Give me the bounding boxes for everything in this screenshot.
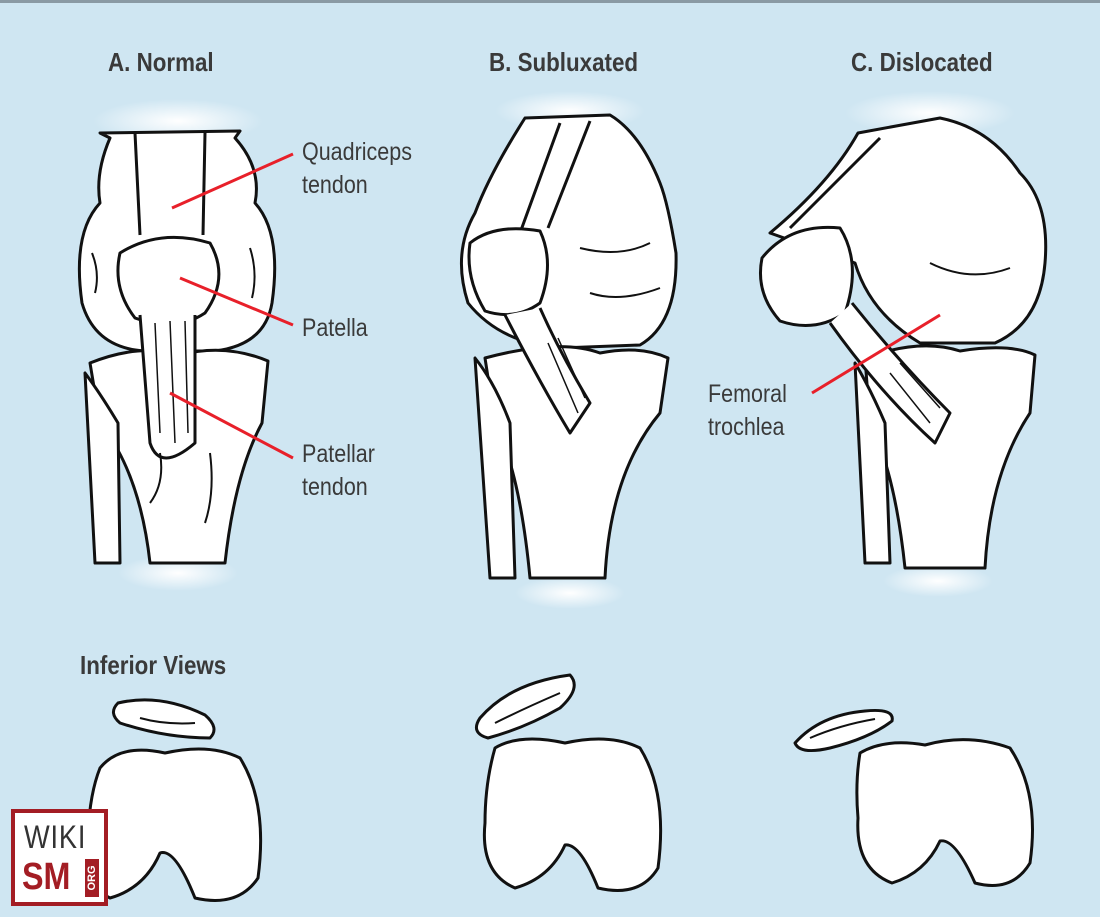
patella-leader-line	[179, 276, 294, 327]
femoral-label-line1: Femoral	[708, 380, 787, 408]
logo-sm-text: SM	[22, 856, 71, 898]
subluxated-knee-drawing	[459, 91, 678, 609]
quadriceps-label-line1: Quadriceps	[302, 138, 412, 166]
femoral-label-line2: trochlea	[708, 413, 785, 441]
inferior-views-title: Inferior Views	[80, 650, 227, 680]
logo-org-text: ORG	[86, 865, 98, 891]
inferior-view-normal	[84, 698, 263, 902]
wikism-logo: WIKI SM ORG	[11, 809, 108, 906]
femoral-trochlea-leader-line	[811, 313, 941, 395]
quadriceps-label-line2: tendon	[302, 171, 368, 199]
patellar-tendon-label: Patellar tendon	[302, 438, 375, 504]
dislocated-title: C. Dislocated	[851, 47, 993, 77]
knee-illustrations	[77, 91, 1048, 902]
inferior-view-subluxated	[474, 673, 663, 892]
patellar-label-line1: Patellar	[302, 440, 375, 468]
logo-org-badge: ORG	[85, 859, 99, 897]
quadriceps-leader-line	[171, 152, 294, 210]
inferior-view-dislocated	[793, 709, 1034, 887]
femoral-trochlea-label: Femoral trochlea	[708, 378, 787, 444]
patella-label: Patella	[302, 314, 368, 342]
dislocated-knee-drawing	[758, 91, 1048, 597]
normal-knee-drawing	[77, 99, 277, 591]
patellar-label-line2: tendon	[302, 473, 368, 501]
logo-wiki-text: WIKI	[24, 819, 87, 855]
quadriceps-tendon-label: Quadriceps tendon	[302, 136, 412, 202]
subluxated-title: B. Subluxated	[489, 47, 639, 77]
leader-lines	[169, 152, 941, 460]
patellar-tendon-leader-line	[169, 391, 294, 460]
normal-title: A. Normal	[108, 47, 214, 77]
